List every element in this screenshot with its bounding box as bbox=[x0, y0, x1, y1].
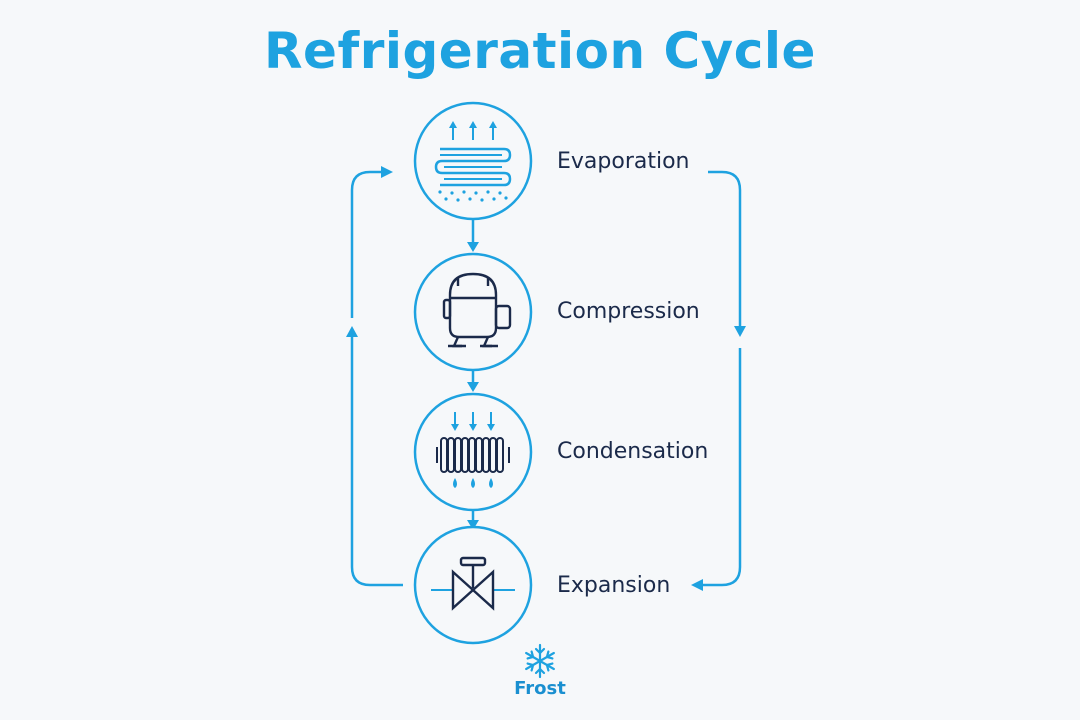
brand-name: Frost bbox=[514, 678, 566, 699]
step-connector-1 bbox=[467, 220, 479, 252]
step-label-compression: Compression bbox=[557, 299, 700, 324]
step-connector-3 bbox=[467, 510, 479, 530]
step-label-condensation: Condensation bbox=[557, 439, 709, 464]
evaporator-coil-icon bbox=[413, 101, 533, 221]
brand-logo: Frost bbox=[500, 642, 580, 706]
forward-loop-arrow bbox=[691, 170, 746, 591]
condenser-coil-icon bbox=[413, 392, 533, 512]
compressor-icon bbox=[413, 252, 533, 372]
snowflake-icon bbox=[525, 643, 555, 679]
step-label-expansion: Expansion bbox=[557, 573, 671, 598]
expansion-valve-icon bbox=[413, 525, 533, 645]
return-loop-arrow bbox=[346, 166, 403, 587]
step-label-evaporation: Evaporation bbox=[557, 149, 690, 174]
step-connector-2 bbox=[467, 370, 479, 392]
diagram-title: Refrigeration Cycle bbox=[264, 22, 816, 80]
